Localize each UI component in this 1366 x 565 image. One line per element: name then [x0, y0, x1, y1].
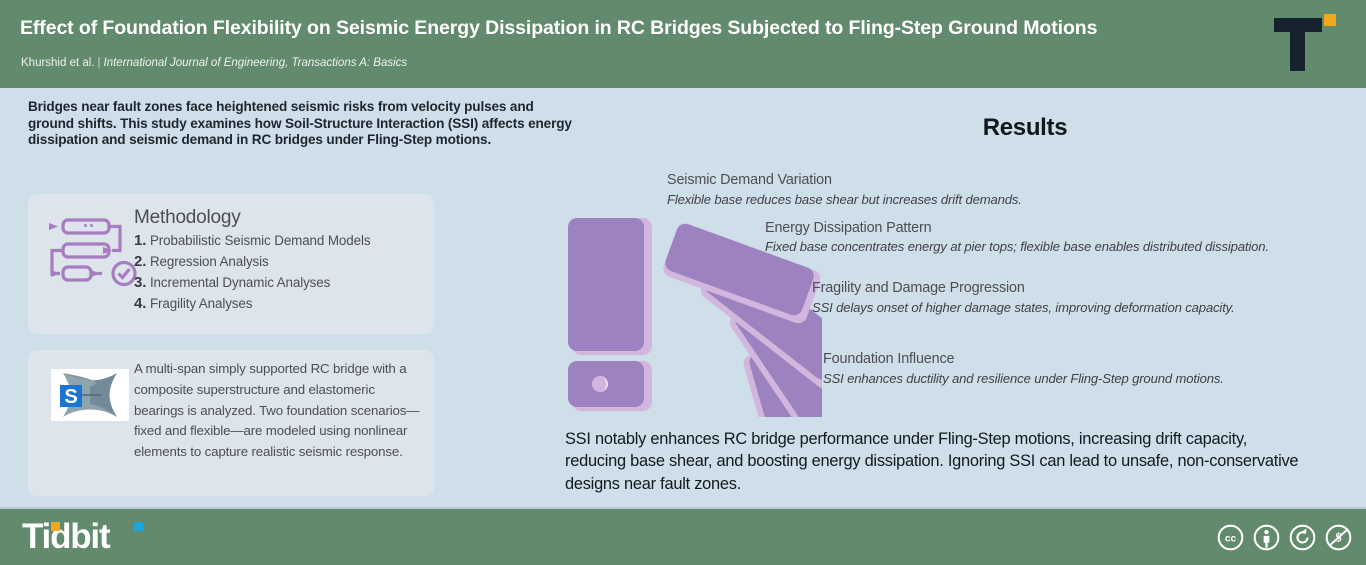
result-description: Fixed base concentrates energy at pier t…: [765, 239, 1269, 254]
svg-text:cc: cc: [1225, 534, 1237, 545]
citation-authors: Khurshid et al.: [21, 57, 95, 69]
list-item: 1. Probabilistic Seismic Demand Models: [134, 230, 428, 251]
cc-nc-icon[interactable]: $: [1325, 524, 1352, 551]
result-description: Flexible base reduces base shear but inc…: [667, 192, 1022, 207]
conclusion-paragraph: SSI notably enhances RC bridge performan…: [565, 430, 1299, 493]
wordmark-dot-blue: [134, 522, 143, 531]
list-item: 4. Fragility Analyses: [134, 293, 428, 314]
result-title: Fragility and Damage Progression: [812, 280, 1025, 296]
methodology-title: Methodology: [134, 207, 241, 228]
model-description-card: S A multi-span simply supported RC bridg…: [28, 350, 434, 496]
workflow-process-icon: [49, 218, 137, 287]
page-footer: Tidbit cc $: [0, 507, 1366, 565]
result-item: Fragility and Damage Progression SSI del…: [812, 279, 1302, 318]
step-label: Regression Analysis: [149, 254, 269, 269]
tidbit-wordmark: Tidbit: [22, 517, 111, 556]
tidbit-t-logo-icon: [1270, 10, 1342, 78]
step-number: 4.: [134, 295, 147, 312]
results-heading: Results: [982, 114, 1068, 141]
page-header: Effect of Foundation Flexibility on Seis…: [0, 0, 1366, 88]
result-item: Foundation Influence SSI enhances ductil…: [823, 350, 1303, 389]
result-title: Seismic Demand Variation: [667, 172, 832, 188]
color-swatch-fan-icon: [568, 218, 822, 417]
logo-t-stem: [1290, 18, 1305, 71]
methodology-body: Methodology 1. Probabilistic Seismic Dem…: [134, 206, 428, 314]
cc-icon[interactable]: cc: [1217, 524, 1244, 551]
model-description-text: A multi-span simply supported RC bridge …: [134, 361, 420, 460]
methodology-steps-list: 1. Probabilistic Seismic Demand Models 2…: [134, 230, 428, 314]
methodology-card: Methodology 1. Probabilistic Seismic Dem…: [28, 194, 434, 334]
logo-accent-square: [1324, 14, 1336, 26]
step-label: Probabilistic Seismic Demand Models: [149, 233, 371, 248]
step-label: Fragility Analyses: [149, 296, 253, 311]
list-item: 3. Incremental Dynamic Analyses: [134, 272, 428, 293]
result-description: SSI enhances ductility and resilience un…: [823, 371, 1224, 386]
list-item: 2. Regression Analysis: [134, 251, 428, 272]
result-description: SSI delays onset of higher damage states…: [812, 300, 1235, 315]
step-label: Incremental Dynamic Analyses: [149, 275, 331, 290]
result-item: Energy Dissipation Pattern Fixed base co…: [765, 219, 1295, 255]
sap2000-logo-icon: S: [51, 369, 129, 421]
cc-sa-icon[interactable]: [1289, 524, 1316, 551]
sap-icon-letter: S: [64, 386, 77, 408]
step-number: 3.: [134, 274, 147, 291]
citation-journal: International Journal of Engineering, Tr…: [103, 57, 408, 69]
result-title: Energy Dissipation Pattern: [765, 220, 932, 236]
citation-divider: |: [97, 57, 101, 69]
wordmark-dot-orange: [51, 522, 60, 531]
license-badges: cc $: [1217, 524, 1352, 551]
result-title: Foundation Influence: [823, 351, 955, 367]
cc-by-icon[interactable]: [1253, 524, 1280, 551]
page-title: Effect of Foundation Flexibility on Seis…: [20, 17, 1098, 39]
citation-line: Khurshid et al.|International Journal of…: [21, 57, 407, 69]
intro-paragraph: Bridges near fault zones face heightened…: [28, 99, 572, 148]
step-number: 2.: [134, 253, 147, 270]
result-item: Seismic Demand Variation Flexible base r…: [667, 171, 1267, 210]
step-number: 1.: [134, 232, 147, 249]
